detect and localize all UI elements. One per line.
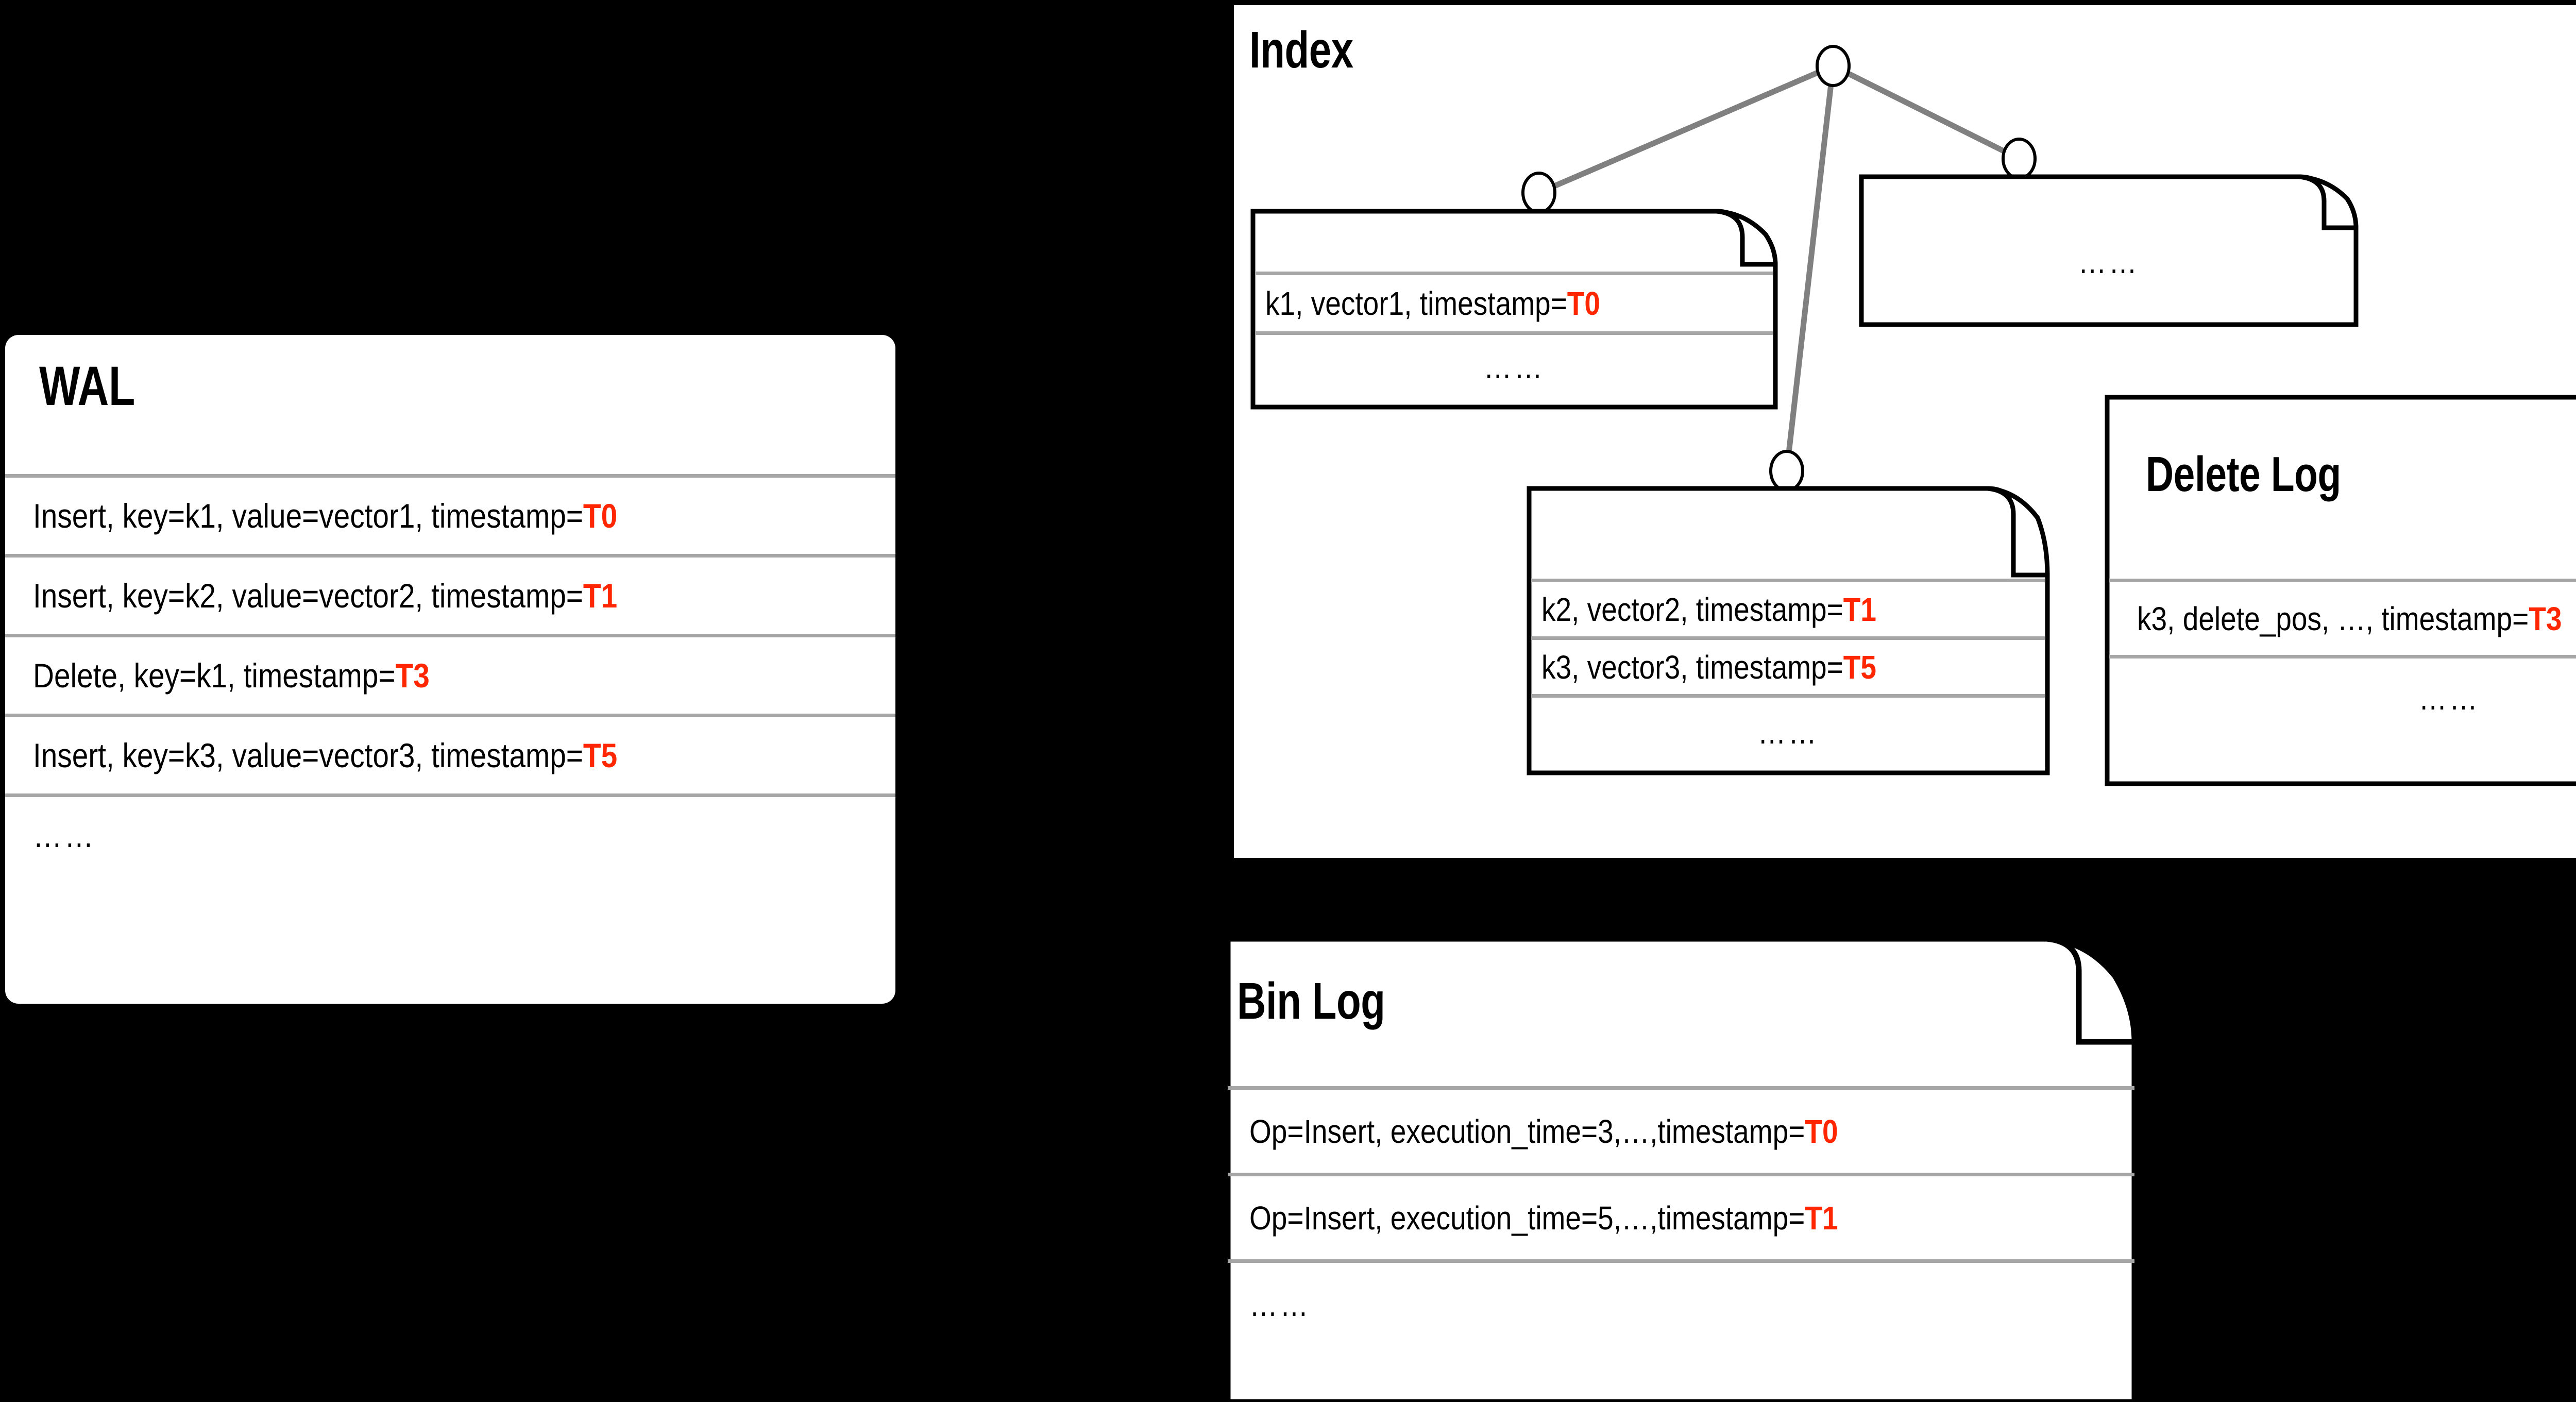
bin-log-row: Op=Insert, execution_time=5,…,timestamp=…: [1228, 1173, 2134, 1259]
wal-panel: WAL Insert, key=k1, value=vector1, times…: [5, 335, 895, 1004]
card-outline: [1225, 936, 2138, 1402]
wal-row-text: Insert, key=k3, value=vector3, timestamp…: [33, 736, 583, 774]
tree-node-root: [1816, 45, 1851, 87]
wal-row-timestamp: T3: [395, 656, 430, 695]
index-card-row-text: ……: [2078, 243, 2140, 280]
tree-edge-root-right: [1832, 63, 2021, 161]
wal-row-text: ……: [33, 816, 96, 854]
index-card-row: ……: [1863, 236, 2354, 288]
index-card-rows: k1, vector1, timestamp=T0 ……: [1255, 272, 1773, 398]
index-card-row-text: k2, vector2, timestamp=: [1541, 590, 1843, 628]
wal-row: Insert, key=k2, value=vector2, timestamp…: [5, 554, 895, 634]
index-card-row-timestamp: T0: [1567, 284, 1601, 322]
bin-log-row-timestamp: T1: [1805, 1199, 1838, 1237]
wal-row: ……: [5, 793, 895, 873]
index-card-row: ……: [1255, 331, 1773, 398]
tree-node-middle: [1769, 450, 1804, 492]
index-leaf-card-k2-k3: k2, vector2, timestamp=T1 k3, vector3, t…: [1527, 486, 2050, 775]
wal-row: Delete, key=k1, timestamp=T3: [5, 634, 895, 714]
bin-log-row-text: ……: [1249, 1286, 1311, 1323]
card-outline: [1250, 209, 1778, 410]
wal-row-text: Delete, key=k1, timestamp=: [33, 656, 396, 695]
tree-edge-root-left: [1537, 63, 1835, 196]
wal-title: WAL: [39, 354, 135, 417]
index-card-row-text: k3, vector3, timestamp=: [1541, 648, 1843, 686]
tree-edge-root-middle: [1784, 65, 1836, 471]
bin-log-card: Bin Log Op=Insert, execution_time=3,…,ti…: [1225, 936, 2225, 1402]
wal-row-text: Insert, key=k2, value=vector2, timestamp…: [33, 577, 583, 615]
wal-row-timestamp: T0: [583, 497, 618, 535]
index-card-row: k3, vector3, timestamp=T5: [1531, 636, 2045, 694]
bin-log-row-text: Op=Insert, execution_time=5,…,timestamp=: [1249, 1199, 1805, 1237]
delete-log-rows: k3, delete_pos, …, timestamp=T3 ……: [2109, 579, 2576, 737]
wal-row-timestamp: T5: [583, 736, 618, 774]
index-leaf-card-ellipsis: ……: [1859, 174, 2359, 327]
index-card-row-text: ……: [1483, 348, 1545, 385]
index-card-row: ……: [1531, 694, 2045, 766]
card-outline: [1859, 174, 2359, 327]
bin-log-row: ……: [1228, 1259, 2134, 1346]
delete-log-row-text: k3, delete_pos, …, timestamp=: [2137, 600, 2529, 637]
index-card-rows: k2, vector2, timestamp=T1 k3, vector3, t…: [1531, 579, 2045, 766]
delete-log-card: Delete Log k3, delete_pos, …, timestamp=…: [2105, 395, 2576, 786]
wal-row-timestamp: T1: [583, 577, 618, 615]
index-card-row: k1, vector1, timestamp=T0: [1255, 272, 1773, 331]
wal-row: Insert, key=k3, value=vector3, timestamp…: [5, 714, 895, 793]
bin-log-row-timestamp: T0: [1805, 1112, 1838, 1150]
index-title: Index: [1249, 21, 1353, 79]
bin-log-title: Bin Log: [1237, 972, 1385, 1030]
delete-log-row: ……: [2109, 655, 2576, 737]
index-card-row: k2, vector2, timestamp=T1: [1531, 579, 2045, 636]
bin-log-row: Op=Insert, execution_time=3,…,timestamp=…: [1228, 1086, 2134, 1173]
delete-log-row-timestamp: T3: [2529, 600, 2562, 637]
delete-log-row-text: ……: [2418, 679, 2480, 717]
wal-row-text: Insert, key=k1, value=vector1, timestamp…: [33, 497, 583, 535]
index-leaf-card-k1: k1, vector1, timestamp=T0 ……: [1250, 209, 1778, 410]
index-card-row-text: ……: [1757, 713, 1819, 751]
wal-row: Insert, key=k1, value=vector1, timestamp…: [5, 474, 895, 554]
card-outline: [2105, 395, 2576, 786]
delete-log-title: Delete Log: [2146, 447, 2341, 502]
tree-node-left: [1521, 172, 1556, 214]
tree-node-right: [2002, 138, 2037, 180]
wal-row-list: Insert, key=k1, value=vector1, timestamp…: [5, 474, 895, 873]
bin-log-row-text: Op=Insert, execution_time=3,…,timestamp=: [1249, 1112, 1805, 1150]
index-card-row-text: k1, vector1, timestamp=: [1265, 284, 1567, 322]
card-outline: [1527, 486, 2050, 775]
index-card-row-timestamp: T5: [1843, 648, 1877, 686]
index-panel: Index: [1234, 5, 2576, 858]
bin-log-rows: Op=Insert, execution_time=3,…,timestamp=…: [1228, 1086, 2134, 1346]
delete-log-row: k3, delete_pos, …, timestamp=T3: [2109, 579, 2576, 655]
index-card-row-timestamp: T1: [1843, 590, 1877, 628]
